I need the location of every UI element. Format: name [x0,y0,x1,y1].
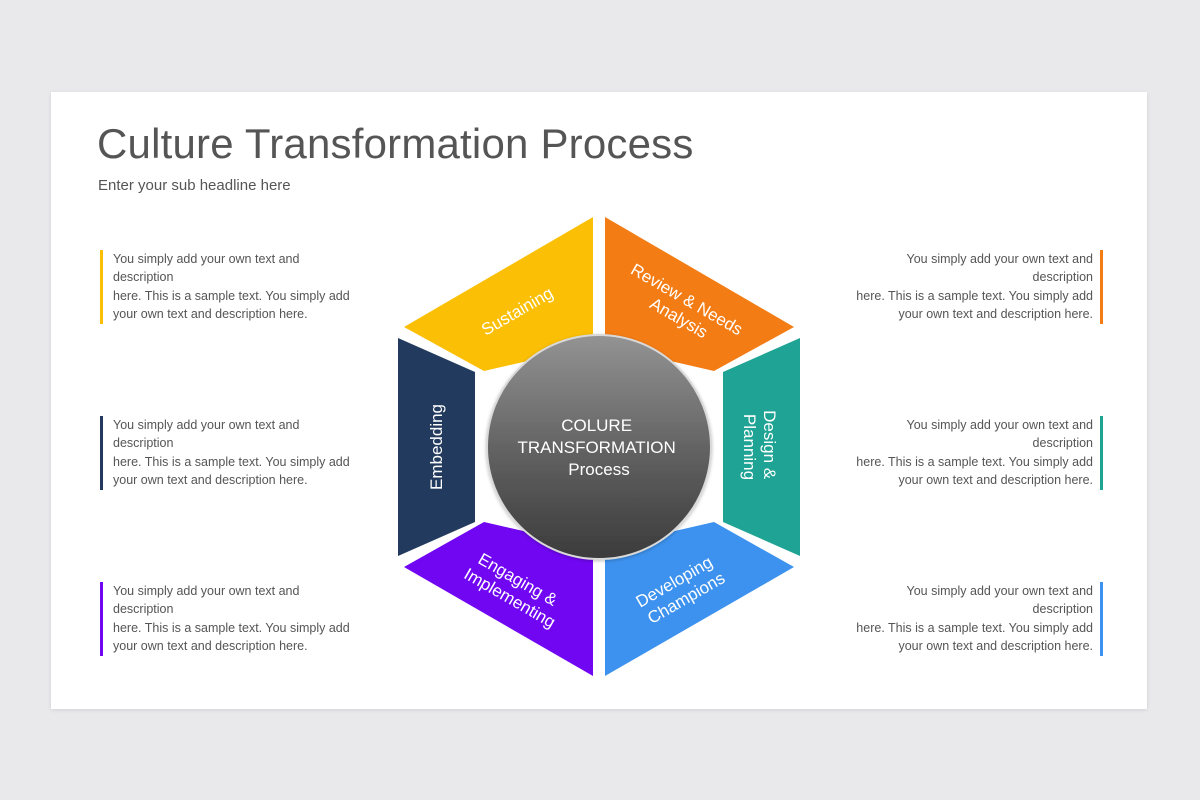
description-line: your own text and description here. [898,639,1093,654]
description-right-3: You simply add your own text and descrip… [843,582,1103,656]
description-left-1: You simply add your own text and descrip… [100,250,363,324]
slide: Culture Transformation Process Enter you… [51,92,1147,709]
segment-engaging-implementing [404,522,593,676]
description-line: here. This is a sample text. You simply … [856,620,1093,635]
center-label-line: Process [568,460,629,479]
description-line: You simply add your own text and descrip… [906,418,1093,451]
segment-design-planning [723,338,800,556]
segment-label-line: Embedding [427,404,446,490]
description-right-1: You simply add your own text and descrip… [843,250,1103,324]
hexagon-diagram: Sustaining Review & Needs Analysis Desig… [398,217,800,676]
center-label-line: COLURE [561,416,632,435]
segment-review-needs-analysis [605,217,794,371]
description-line: here. This is a sample text. You simply … [113,288,350,303]
description-left-3: You simply add your own text and descrip… [100,582,363,656]
description-line: your own text and description here. [113,473,308,488]
description-line: here. This is a sample text. You simply … [113,620,350,635]
center-circle [486,334,712,560]
description-line: your own text and description here. [113,307,308,322]
segment-label-line: Design & [760,410,779,480]
segment-developing-champions [605,522,794,676]
center-label-line: TRANSFORMATION [517,438,675,457]
description-right-2: You simply add your own text and descrip… [843,416,1103,490]
description-line: You simply add your own text and descrip… [906,252,1093,285]
segment-label-line: Planning [740,414,759,480]
description-line: your own text and description here. [113,639,308,654]
description-left-2: You simply add your own text and descrip… [100,416,363,490]
description-line: here. This is a sample text. You simply … [856,288,1093,303]
description-line: your own text and description here. [898,307,1093,322]
page-title: Culture Transformation Process [97,120,694,167]
segment-label-embedding: Embedding [427,404,446,490]
page-subtitle: Enter your sub headline here [98,177,291,194]
description-line: You simply add your own text and descrip… [113,418,300,451]
segment-sustaining [404,217,593,371]
description-line: You simply add your own text and descrip… [906,584,1093,617]
segment-label-design-planning: Design & Planning [740,410,779,484]
description-line: your own text and description here. [898,473,1093,488]
description-line: You simply add your own text and descrip… [113,252,300,285]
segment-embedding [398,338,475,556]
description-line: here. This is a sample text. You simply … [856,454,1093,469]
description-line: You simply add your own text and descrip… [113,584,300,617]
center-label: COLURE TRANSFORMATION Process [517,416,680,479]
description-line: here. This is a sample text. You simply … [113,454,350,469]
